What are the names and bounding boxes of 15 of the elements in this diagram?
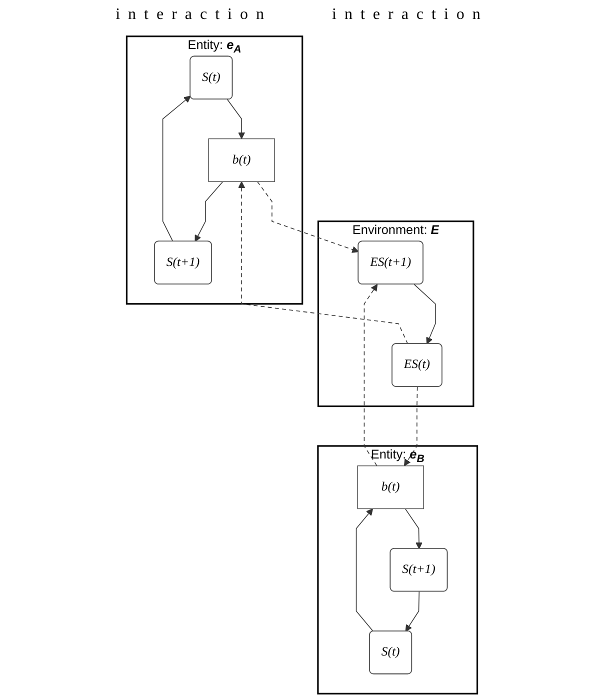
interaction-label: interaction (116, 6, 272, 24)
arrow (238, 181, 408, 344)
arrow (356, 508, 374, 632)
interaction-label: interaction (332, 6, 488, 24)
arrow (226, 99, 246, 140)
arrow (364, 284, 378, 466)
arrow (404, 508, 422, 550)
arrow (405, 591, 420, 632)
arrow (256, 181, 359, 253)
arrow (404, 386, 418, 466)
node-box: b(t) (208, 138, 275, 182)
node-box: b(t) (357, 465, 424, 510)
arrow (414, 284, 436, 344)
arrow (162, 96, 191, 242)
arrow (194, 181, 224, 242)
